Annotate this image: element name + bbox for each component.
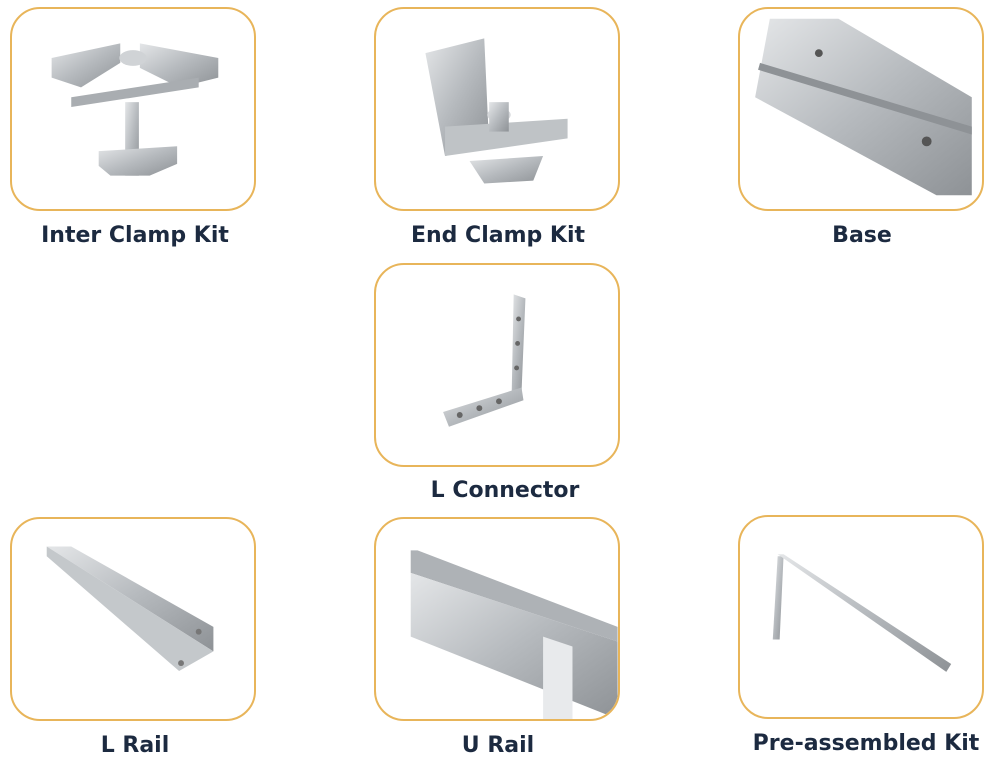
product-card-base[interactable] <box>738 7 984 211</box>
product-label: U Rail <box>461 733 535 758</box>
product-label: Inter Clamp Kit <box>41 223 229 248</box>
inter-clamp-image <box>51 43 219 176</box>
base-image <box>755 18 972 196</box>
product-label: L Connector <box>430 478 580 503</box>
product-label: Base <box>832 223 892 248</box>
product-card-l-rail[interactable] <box>10 517 256 721</box>
l-connector-image <box>443 294 526 427</box>
l-rail-image <box>46 546 214 671</box>
end-clamp-image <box>425 38 568 184</box>
pre-assembled-kit-image <box>772 554 952 672</box>
product-card-l-connector[interactable] <box>374 263 620 467</box>
product-label: L Rail <box>100 733 170 758</box>
product-card-pre-assembled-kit[interactable] <box>738 515 984 719</box>
product-card-end-clamp-kit[interactable] <box>374 7 620 211</box>
product-label: End Clamp Kit <box>410 223 586 248</box>
product-card-inter-clamp-kit[interactable] <box>10 7 256 211</box>
product-card-u-rail[interactable] <box>374 517 620 721</box>
product-label: Pre-assembled Kit <box>752 731 980 756</box>
u-rail-image <box>410 550 618 719</box>
